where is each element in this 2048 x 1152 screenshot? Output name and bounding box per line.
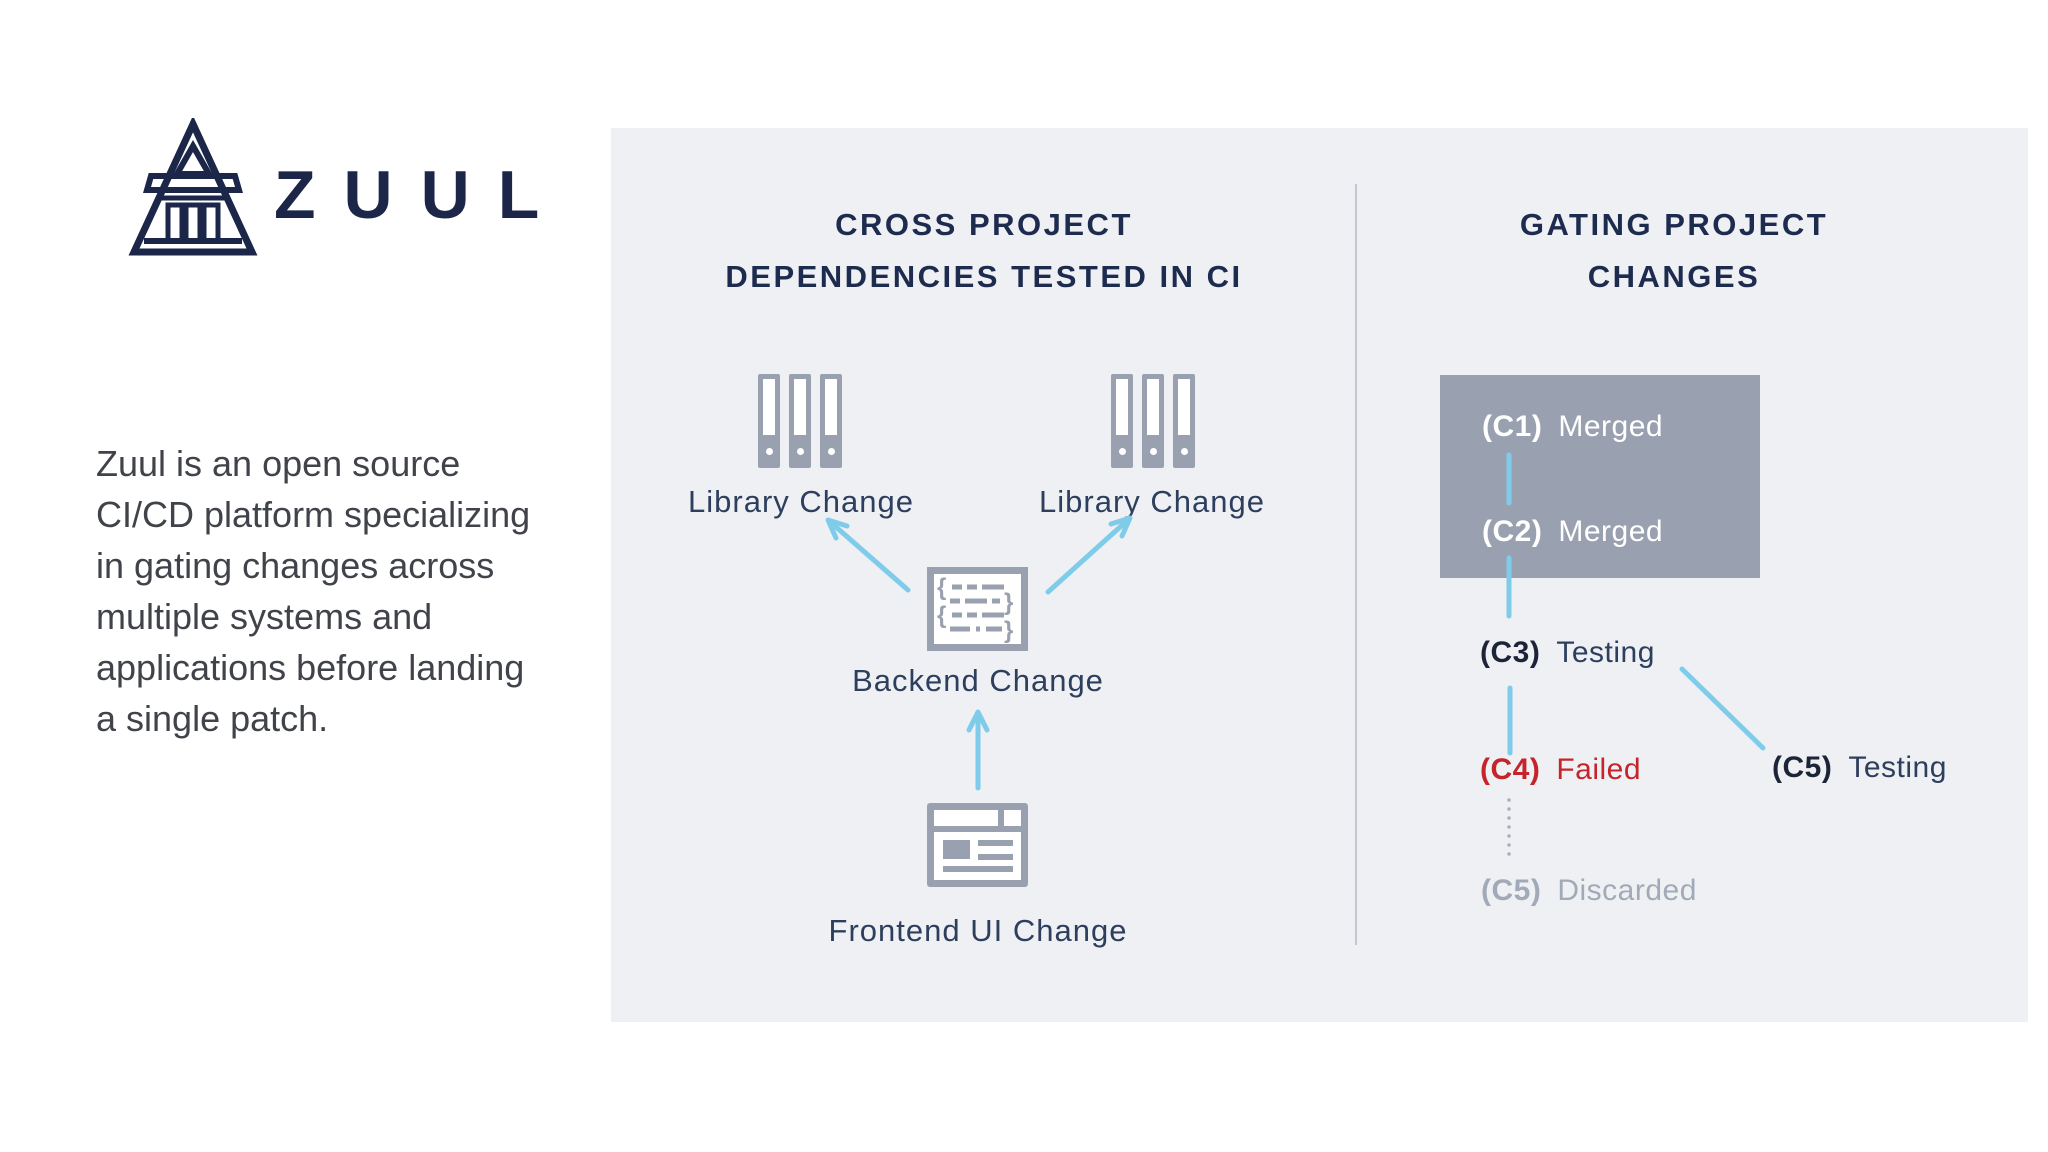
svg-text:{: { [937,574,946,601]
content-line [943,866,1013,872]
intro-line: applications before landing [96,647,525,688]
gating-heading: GATING PROJECT CHANGES [1357,199,1991,303]
node-label-library-right: Library Change [1039,484,1265,519]
svg-text:}: } [1004,617,1013,644]
change-row-c5-testing: (C5) Testing [1772,751,1947,785]
change-row-c2: (C2) Merged [1482,515,1663,549]
svg-text:}: } [1004,589,1013,616]
binder [758,374,780,468]
intro-paragraph: Zuul is an open source CI/CD platform sp… [96,438,616,744]
change-id: (C5) [1481,874,1542,907]
node-label-frontend: Frontend UI Change [828,913,1128,948]
binder [1111,374,1133,468]
svg-text:{: { [937,602,946,629]
library-icon [1111,374,1195,468]
binder [789,374,811,468]
intro-line: a single patch. [96,698,329,739]
intro-line: CI/CD platform specializing [96,494,531,535]
heading-line: CROSS PROJECT [835,207,1133,242]
heading-line: CHANGES [1587,259,1761,294]
change-id: (C3) [1480,636,1541,669]
code-icon: { } { } [927,567,1028,651]
change-row-c5-discarded: (C5) Discarded [1481,874,1697,908]
change-row-c4: (C4) Failed [1480,753,1641,787]
intro-line: Zuul is an open source [96,443,461,484]
change-status: Merged [1558,410,1664,443]
browser-icon [927,803,1028,887]
change-status: Testing [1848,751,1947,784]
cross-project-heading: CROSS PROJECT DEPENDENCIES TESTED IN CI [611,199,1357,303]
change-status: Merged [1558,515,1664,548]
change-id: (C2) [1482,515,1543,548]
change-status: Discarded [1557,874,1697,907]
intro-line: in gating changes across [96,545,495,586]
temple-icon [128,118,258,256]
change-status: Testing [1556,636,1655,669]
change-row-c3: (C3) Testing [1480,636,1655,670]
node-label-library-left: Library Change [688,484,914,519]
zuul-logo: ZUUL [128,112,588,272]
binder [820,374,842,468]
change-id: (C4) [1480,753,1541,786]
zuul-wordmark: ZUUL [274,157,568,233]
page-content [934,832,1021,880]
heading-line: GATING PROJECT [1519,207,1829,242]
change-id: (C5) [1772,751,1833,784]
merged-changes-box [1440,375,1760,578]
content-block [943,840,970,859]
node-label-backend: Backend Change [852,663,1104,698]
browser-button [1004,810,1021,826]
intro-line: multiple systems and [96,596,433,637]
change-status: Failed [1556,753,1642,786]
binder [1142,374,1164,468]
code-glyphs: { } { } [937,574,1013,644]
address-bar [934,810,998,826]
heading-line: DEPENDENCIES TESTED IN CI [725,259,1243,294]
library-icon [758,374,842,468]
binder [1173,374,1195,468]
change-row-c1: (C1) Merged [1482,410,1663,444]
content-line [978,854,1013,860]
content-line [978,840,1013,846]
change-id: (C1) [1482,410,1543,443]
